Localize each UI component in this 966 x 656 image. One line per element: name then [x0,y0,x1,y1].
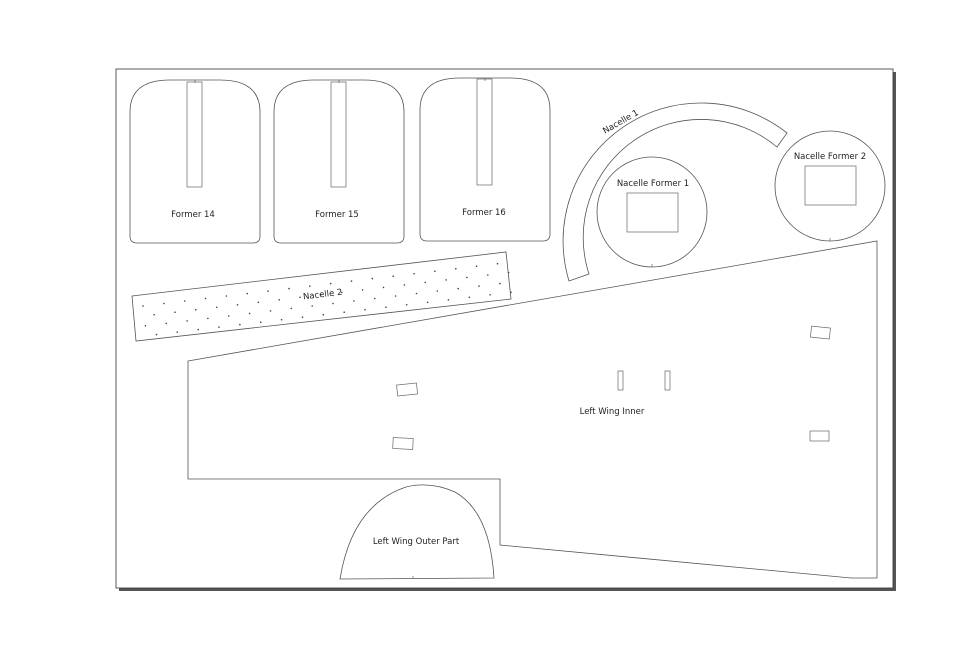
pin-hole [320,294,322,296]
pin-hole [445,279,447,281]
nacelle-former-1-part[interactable]: Nacelle Former 1 [596,156,708,268]
pin-hole [424,281,427,284]
former-16-label: Former 16 [462,208,506,218]
pin-hole [405,304,408,306]
pin-hole [489,294,491,296]
pin-hole [153,313,155,316]
nacelle-former-1-label: Nacelle Former 1 [617,179,689,189]
pin-hole [207,317,209,320]
nacelle-2-label: Nacelle 2 [303,288,343,303]
pin-hole [290,307,293,310]
pin-hole [364,308,366,311]
pin-hole [269,310,272,312]
pin-hole [176,331,179,333]
pin-hole [382,286,385,289]
former-16-part[interactable]: Former 16 [419,77,551,242]
pin-hole [343,311,346,314]
pin-hole [468,296,471,299]
pin-hole [374,297,376,300]
pin-hole [413,272,415,275]
pin-hole [475,265,478,268]
pin-hole [447,299,450,301]
pin-hole [457,287,460,290]
pin-hole [426,301,429,304]
pin-hole [144,325,147,327]
pin-hole [246,292,249,295]
pin-hole [496,262,499,265]
pin-hole [267,290,269,292]
pin-hole [415,292,418,295]
pin-hole [392,275,395,278]
pin-hole [278,299,281,301]
former-14-label: Former 14 [171,210,215,220]
pin-hole [385,306,387,309]
pin-hole [239,323,241,326]
pin-hole [142,305,144,307]
pin-hole [260,321,262,324]
pin-hole [322,313,325,316]
pin-hole [329,282,332,285]
pin-hole [165,322,167,325]
pin-hole [332,302,334,305]
pin-hole [218,326,220,328]
pin-hole [155,333,158,336]
pin-hole [195,309,197,311]
pin-hole [215,306,218,309]
pin-hole [403,284,406,286]
pin-hole [186,320,188,322]
former-15-part[interactable]: Former 15 [273,79,405,244]
pin-hole [299,296,301,299]
pin-hole [371,277,374,280]
pin-hole [510,291,512,294]
pin-hole [436,290,439,292]
pin-hole [394,295,397,297]
pin-hole [353,300,355,302]
left-wing-outer-label: Left Wing Outer Part [373,537,460,547]
nacelle-former-2-label: Nacelle Former 2 [794,152,866,162]
pin-hole [301,316,304,319]
pin-hole [478,285,480,287]
pin-hole [248,312,251,315]
nacelle-2-holes [142,262,512,336]
pin-hole [225,295,228,297]
pin-hole [280,318,283,321]
left-wing-outer-part[interactable]: Left Wing Outer Part [339,484,495,580]
pin-hole [309,285,311,287]
pin-hole [455,267,457,270]
nacelle-2-part[interactable]: Nacelle 2 [131,251,512,342]
pin-hole [257,301,260,304]
pin-hole [507,271,510,274]
former-15-label: Former 15 [315,210,359,220]
pin-hole [228,315,230,317]
pin-hole [434,270,436,273]
pin-hole [499,282,501,285]
pin-hole [236,304,239,306]
pin-hole [197,328,199,331]
pin-hole [466,276,468,279]
nacelle-former-2-part[interactable]: Nacelle Former 2 [774,130,886,242]
pin-hole [487,274,489,276]
former-14-part[interactable]: Former 14 [129,79,261,244]
left-wing-inner-label: Left Wing Inner [580,407,645,417]
left-wing-inner-part[interactable]: Left Wing Inner [187,240,878,579]
pin-hole [341,291,343,294]
pin-hole [183,300,186,302]
pin-hole [361,289,364,291]
pin-hole [311,305,314,307]
pin-hole [350,280,353,282]
pin-hole [174,311,176,314]
pin-hole [204,297,207,300]
pin-hole [163,302,165,305]
pin-hole [288,287,290,290]
